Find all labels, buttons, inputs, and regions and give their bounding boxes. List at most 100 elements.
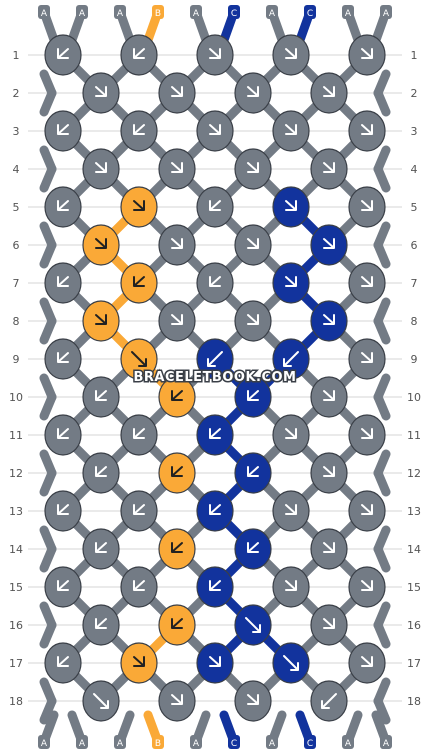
knot-direction-arrow-icon — [133, 656, 145, 667]
knot-direction-arrow-icon — [95, 542, 107, 553]
knot — [196, 642, 234, 684]
knot-direction-arrow-icon — [361, 200, 373, 211]
thread-letter: A — [383, 9, 390, 19]
thread-strand — [373, 316, 391, 345]
knot-direction-arrow-icon — [245, 617, 261, 633]
row-number-left: 13 — [9, 505, 23, 518]
row-number-right: 6 — [411, 239, 418, 252]
thread-strand — [39, 164, 57, 193]
thread-end-tab — [114, 5, 126, 19]
knot-direction-arrow-icon — [361, 352, 373, 363]
row-number-right: 4 — [411, 163, 418, 176]
thread-letter: A — [117, 9, 124, 19]
thread-letter: A — [193, 9, 200, 19]
knot-direction-arrow-icon — [285, 124, 297, 135]
knot-direction-arrow-icon — [133, 580, 145, 591]
row-number-right: 5 — [411, 201, 418, 214]
knot-direction-arrow-icon — [95, 162, 107, 173]
knot-direction-arrow-icon — [323, 466, 335, 477]
knot — [82, 604, 120, 646]
knot-direction-arrow-icon — [283, 351, 299, 367]
thread-strand — [373, 88, 391, 117]
knot — [158, 72, 196, 114]
knot — [82, 452, 120, 494]
knot-direction-arrow-icon — [57, 276, 69, 287]
thread-strand — [39, 240, 57, 269]
row-number-right: 2 — [411, 87, 418, 100]
knot — [348, 110, 386, 152]
thread-end-tab — [152, 5, 164, 19]
thread-letter: A — [193, 739, 200, 749]
thread-end-tab — [380, 5, 392, 19]
thread-strand — [373, 468, 391, 497]
knot-direction-arrow-icon — [95, 618, 107, 629]
thread-letter: A — [269, 9, 276, 19]
knot — [234, 528, 272, 570]
knot — [272, 262, 310, 304]
knot-direction-arrow-icon — [131, 351, 147, 367]
thread-end-tab — [342, 5, 354, 19]
row-number-left: 2 — [13, 87, 20, 100]
knot — [158, 224, 196, 266]
knot — [272, 414, 310, 456]
thread-end-tab — [266, 5, 278, 19]
knot-direction-arrow-icon — [57, 656, 69, 667]
row-number-right: 17 — [407, 657, 421, 670]
knot-direction-arrow-icon — [207, 351, 223, 367]
knot — [158, 376, 196, 418]
thread-letter: A — [79, 9, 86, 19]
knot-direction-arrow-icon — [57, 200, 69, 211]
knot — [348, 34, 386, 76]
thread-letter: A — [269, 739, 276, 749]
knot — [158, 148, 196, 190]
knot-direction-arrow-icon — [361, 504, 373, 515]
knot-direction-arrow-icon — [209, 504, 221, 515]
knot — [348, 566, 386, 608]
thread-end-tab — [380, 735, 392, 749]
row-number-right: 15 — [407, 581, 421, 594]
knot — [158, 604, 196, 646]
thread-end-tab — [114, 735, 126, 749]
knot-direction-arrow-icon — [361, 580, 373, 591]
knot — [310, 376, 348, 418]
knot — [44, 566, 82, 608]
thread-strand — [373, 240, 391, 269]
thread-letter: C — [307, 739, 313, 749]
knot — [120, 186, 158, 228]
thread-strand — [39, 88, 57, 117]
knot — [82, 72, 120, 114]
row-number-left: 12 — [9, 467, 23, 480]
thread-letter: A — [383, 739, 390, 749]
knot-direction-arrow-icon — [171, 390, 183, 401]
knot-direction-arrow-icon — [133, 124, 145, 135]
knot — [310, 604, 348, 646]
knot — [158, 452, 196, 494]
knot-direction-arrow-icon — [171, 618, 183, 629]
knot — [348, 262, 386, 304]
thread-end-tab — [38, 5, 50, 19]
knot — [120, 566, 158, 608]
row-number-right: 13 — [407, 505, 421, 518]
knot — [272, 110, 310, 152]
row-number-left: 7 — [13, 277, 20, 290]
row-number-left: 4 — [13, 163, 20, 176]
thread-letter: B — [155, 9, 161, 19]
thread-strand — [373, 392, 391, 421]
knot-direction-arrow-icon — [323, 314, 335, 325]
knot — [348, 642, 386, 684]
knot-direction-arrow-icon — [95, 390, 107, 401]
thread-end-tab — [152, 735, 164, 749]
thread-letter: A — [345, 9, 352, 19]
knot-direction-arrow-icon — [95, 314, 107, 325]
knot-direction-arrow-icon — [247, 314, 259, 325]
knot-direction-arrow-icon — [361, 124, 373, 135]
row-number-right: 11 — [407, 429, 421, 442]
thread-end-tab — [304, 735, 316, 749]
knot-direction-arrow-icon — [361, 48, 373, 59]
thread-end-tab — [304, 5, 316, 19]
knot — [272, 490, 310, 532]
knot — [44, 414, 82, 456]
knot — [120, 642, 158, 684]
row-number-left: 1 — [13, 49, 20, 62]
